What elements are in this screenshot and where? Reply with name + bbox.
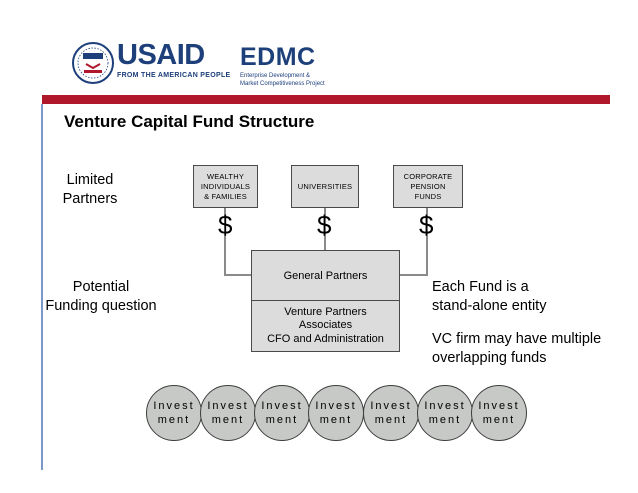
box-line: PENSION [410,181,446,191]
box-line: CFO and Administration [267,332,384,345]
dollar-sign: $ [419,210,434,240]
header-red-band [42,95,610,104]
investment-line: ment [428,414,462,426]
investment-circle: Invest ment [200,385,256,441]
connector-corporate [400,208,428,276]
investment-line: ment [211,414,245,426]
investment-line: Invest [153,400,195,412]
general-partners-label: General Partners [283,269,368,282]
note-line: Each Fund is a [432,279,529,295]
investment-circle: Invest ment [471,385,527,441]
left-rule [41,104,43,470]
label-line: Funding question [45,298,157,314]
investment-line: Invest [370,400,412,412]
investment-line: Invest [315,400,357,412]
investment-line: Invest [424,400,466,412]
investment-line: ment [157,414,191,426]
vc-firm-note: VC firm may have multiple overlapping fu… [432,330,632,368]
box-line: Associates [298,319,353,332]
investment-line: ment [482,414,516,426]
venture-partners-box: Venture Partners Associates CFO and Admi… [251,301,400,352]
edmc-subtitle-line: Enterprise Development & [240,73,311,79]
corporate-pension-funds-box: CORPORATE PENSION FUNDS [393,165,463,208]
dollar-sign: $ [317,210,332,240]
edmc-subtitle: Enterprise Development & Market Competit… [240,73,325,88]
box-line: FUNDS [414,191,442,201]
fund-note: Each Fund is a stand-alone entity [432,278,632,316]
investment-line: Invest [261,400,303,412]
box-line: & FAMILIES [204,191,247,201]
investment-line: ment [319,414,353,426]
connector-wealthy [224,208,251,276]
note-line: stand-alone entity [432,298,547,314]
box-line: Venture Partners [284,305,367,318]
investment-line: Invest [478,400,520,412]
label-line: Partners [62,191,118,207]
investment-line: ment [265,414,299,426]
investment-line: Invest [207,400,249,412]
potential-funding-label: Potential Funding question [44,278,158,316]
general-partners-box: General Partners [251,250,400,301]
universities-box: UNIVERSITIES [291,165,359,208]
edmc-wordmark: EDMC [240,43,316,71]
usaid-wordmark: USAID [117,39,205,71]
note-line: overlapping funds [432,350,547,366]
dollar-sign: $ [218,210,233,240]
limited-partners-label: Limited Partners [58,171,122,209]
investment-line: ment [374,414,408,426]
investment-circle: Invest ment [363,385,419,441]
label-line: Potential [72,279,130,295]
edmc-subtitle-line: Market Competitiveness Project [240,80,325,87]
usaid-seal-logo [72,42,114,84]
slide-title: Venture Capital Fund Structure [64,112,315,131]
box-line: CORPORATE [403,171,453,181]
investment-circle: Invest ment [254,385,310,441]
investment-circle: Invest ment [308,385,364,441]
box-line: INDIVIDUALS [200,181,251,191]
label-line: Limited [66,172,114,188]
usaid-tagline: FROM THE AMERICAN PEOPLE [117,72,231,79]
wealthy-individuals-box: WEALTHY INDIVIDUALS & FAMILIES [193,165,258,208]
investment-circle: Invest ment [417,385,473,441]
note-line: VC firm may have multiple [432,331,602,347]
box-line: WEALTHY [206,171,245,181]
box-line: UNIVERSITIES [297,181,353,191]
investment-circle: Invest ment [146,385,202,441]
